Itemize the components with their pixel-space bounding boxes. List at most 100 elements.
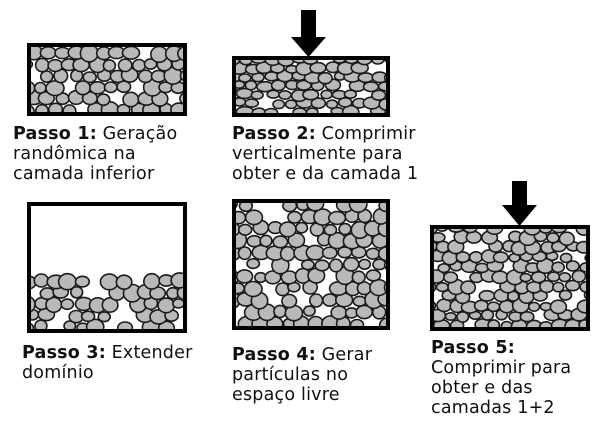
step-4-text-line-1: Gerar (321, 345, 373, 365)
particle (281, 293, 298, 309)
particle (320, 89, 333, 100)
particle (29, 295, 36, 314)
particle (527, 301, 541, 312)
step-5-text-line-3: camadas 1+2 (431, 398, 555, 418)
particle (357, 72, 375, 84)
particle (278, 90, 292, 101)
particle (558, 272, 572, 283)
particle (444, 311, 457, 321)
particle (486, 301, 501, 313)
particle (157, 297, 176, 314)
step-1-box (27, 43, 187, 116)
step-2-box (232, 56, 390, 117)
particle (365, 247, 381, 260)
step-4-text-line-3: espaço livre (232, 385, 340, 405)
particle (378, 201, 388, 213)
particle (238, 73, 252, 83)
particle (39, 45, 57, 60)
particle (437, 263, 451, 274)
particle (287, 232, 306, 249)
particle (309, 293, 324, 308)
step-5-caption: Passo 5: Comprimir para obter e das cama… (431, 338, 571, 418)
step-2-panel (232, 10, 390, 117)
particle (571, 269, 587, 283)
step-1-panel (27, 43, 187, 116)
particle (435, 282, 450, 293)
particle (321, 246, 338, 260)
particle (278, 221, 297, 238)
particle (551, 261, 565, 274)
particle (323, 223, 338, 236)
particle (519, 311, 535, 323)
particle (34, 319, 48, 331)
step-5-text-line-2: obter e das (431, 378, 533, 398)
particle (33, 273, 50, 288)
particle (559, 252, 573, 264)
particle (349, 318, 365, 328)
particle (69, 285, 84, 299)
step-5-panel (430, 181, 590, 331)
particle (39, 70, 54, 83)
particle (306, 201, 325, 212)
particle (238, 201, 254, 213)
particle (33, 81, 47, 95)
particle (88, 81, 107, 95)
particle (371, 89, 387, 101)
particle (468, 251, 484, 264)
step-2-label: Passo 2: (232, 124, 316, 144)
particle (273, 304, 287, 319)
particle (250, 90, 264, 100)
particle (491, 270, 509, 285)
step-1-text-line-1: Geração (102, 124, 178, 144)
particle (244, 209, 264, 226)
particle (317, 71, 333, 85)
step-2-particles (234, 58, 388, 115)
particle (352, 295, 367, 307)
particle (237, 223, 253, 236)
step-4-panel (232, 199, 390, 330)
particle (530, 271, 547, 284)
step-3-text-line-1: Extender (111, 343, 193, 363)
particle (575, 240, 588, 254)
particle (343, 89, 358, 99)
step-5-box (430, 225, 590, 331)
particle (137, 69, 154, 84)
particle (246, 234, 263, 248)
particle (480, 309, 495, 321)
step-5-label: Passo 5: (431, 338, 515, 358)
particle (117, 58, 133, 73)
particle (82, 71, 97, 84)
step-1-particles (29, 45, 185, 114)
particle (143, 272, 161, 290)
particle (365, 269, 382, 282)
compression-arrow-icon (291, 10, 326, 57)
particle (85, 318, 105, 331)
step-3-particles (29, 272, 185, 331)
particle (172, 298, 185, 309)
particle (116, 103, 131, 114)
particle (279, 245, 296, 262)
particle (246, 258, 261, 270)
particle (243, 280, 263, 298)
particle (170, 102, 185, 114)
particle (432, 232, 446, 243)
step-4-particles (234, 201, 388, 328)
particle (62, 104, 77, 114)
particle (328, 258, 344, 273)
particle (116, 80, 132, 94)
particle (287, 210, 303, 224)
particle (487, 319, 501, 329)
particle (314, 259, 330, 272)
particle (34, 57, 50, 73)
particle (351, 270, 366, 285)
particle (478, 289, 496, 302)
particle (272, 235, 289, 249)
particle (47, 58, 64, 73)
particle (558, 289, 573, 301)
particle (552, 281, 565, 293)
particle (387, 238, 388, 245)
step-3-panel (27, 202, 187, 333)
particle (295, 221, 309, 234)
particle (302, 88, 320, 101)
